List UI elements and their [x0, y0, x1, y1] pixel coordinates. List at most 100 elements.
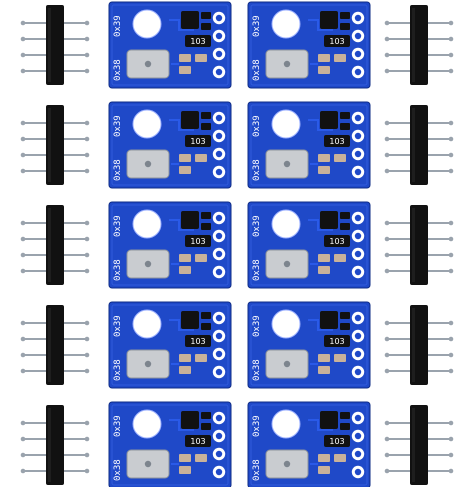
header-pin-end: [448, 320, 454, 326]
pcb-trace: [308, 319, 333, 331]
pcb-trace: [169, 119, 194, 131]
capacitor: [318, 266, 330, 274]
resistor-label: 103: [190, 337, 205, 346]
resistor: [185, 235, 211, 247]
resistor-label: 103: [190, 437, 205, 446]
header-pad-hole: [215, 150, 223, 158]
header-pad-hole: [215, 32, 223, 40]
small-smd: [201, 12, 211, 19]
header-pin-end: [448, 468, 454, 474]
resistor: [324, 35, 350, 47]
pin-header: [384, 405, 454, 485]
capacitor: [179, 54, 191, 62]
header-pad-hole: [354, 350, 362, 358]
header-pin-end: [384, 36, 390, 42]
header-pad-hole: [354, 314, 362, 322]
pin-header: [20, 5, 90, 85]
header-pin-end: [448, 68, 454, 74]
mounting-hole: [132, 109, 162, 139]
address-label: 0x39: [113, 215, 123, 237]
header-pin-end: [84, 120, 90, 126]
header-pin-end: [20, 352, 26, 358]
resistor: [185, 335, 211, 347]
sensor-vent: [144, 360, 152, 368]
silkscreen-outline: [250, 4, 368, 86]
header-pin-end: [448, 36, 454, 42]
capacitor: [195, 254, 207, 262]
header-pin-end: [20, 20, 26, 26]
header-pad-hole: [215, 168, 223, 176]
header-pin-end: [448, 52, 454, 58]
silkscreen-outline: [111, 104, 229, 186]
address-label: 0x38: [113, 159, 123, 181]
header-pin-end: [84, 452, 90, 458]
header-pin-end: [84, 152, 90, 158]
resistor-label: 103: [329, 437, 344, 446]
mounting-hole: [132, 209, 162, 239]
capacitor: [179, 266, 191, 274]
sensor-vent: [144, 60, 152, 68]
address-label: 0x38: [113, 459, 123, 481]
header-pin-end: [384, 368, 390, 374]
silkscreen-outline: [250, 204, 368, 286]
sensor-vent: [283, 460, 291, 468]
header-pin-end: [384, 336, 390, 342]
pcb-trace: [169, 219, 194, 231]
header-pin-end: [384, 236, 390, 242]
mounting-hole: [132, 409, 162, 439]
address-label: 0x39: [252, 215, 262, 237]
capacitor: [195, 454, 207, 462]
header-pad-hole: [354, 368, 362, 376]
header-pin-end: [20, 36, 26, 42]
pin-header: [20, 405, 90, 485]
pin-headers: [20, 5, 454, 485]
address-label: 0x39: [252, 15, 262, 37]
header-pin-end: [384, 220, 390, 226]
header-pin-end: [384, 68, 390, 74]
address-label: 0x39: [252, 315, 262, 337]
resistor-label: 103: [190, 37, 205, 46]
header-pin-end: [20, 136, 26, 142]
small-smd: [340, 223, 350, 230]
capacitor: [334, 154, 346, 162]
small-smd: [340, 412, 350, 419]
header-pad-hole: [354, 468, 362, 476]
mounting-hole: [271, 109, 301, 139]
small-smd: [201, 423, 211, 430]
header-pin-end: [448, 220, 454, 226]
header-pin-end: [84, 436, 90, 442]
header-pin-end: [448, 436, 454, 442]
small-smd: [340, 423, 350, 430]
mounting-hole: [132, 9, 162, 39]
header-pad-hole: [354, 14, 362, 22]
address-label: 0x39: [252, 115, 262, 137]
header-pin-end: [20, 120, 26, 126]
header-pad-hole: [354, 414, 362, 422]
header-pad-hole: [215, 350, 223, 358]
pin-header: [20, 305, 90, 385]
header-pin-end: [448, 352, 454, 358]
address-label: 0x38: [252, 459, 262, 481]
header-pin-end: [84, 320, 90, 326]
pin-header: [384, 5, 454, 85]
resistor: [324, 235, 350, 247]
pin-header: [384, 305, 454, 385]
header-pad-hole: [215, 14, 223, 22]
header-plastic-highlight: [48, 8, 51, 82]
header-pad-hole: [354, 114, 362, 122]
pcb-trace: [308, 119, 333, 131]
header-pin-end: [20, 468, 26, 474]
header-pin-end: [20, 236, 26, 242]
header-pin-end: [448, 136, 454, 142]
regulator-chip: [320, 211, 338, 229]
capacitor: [195, 154, 207, 162]
header-pin-end: [448, 236, 454, 242]
header-pin-end: [20, 68, 26, 74]
regulator-chip: [320, 411, 338, 429]
header-pad-hole: [215, 468, 223, 476]
silkscreen-outline: [111, 204, 229, 286]
